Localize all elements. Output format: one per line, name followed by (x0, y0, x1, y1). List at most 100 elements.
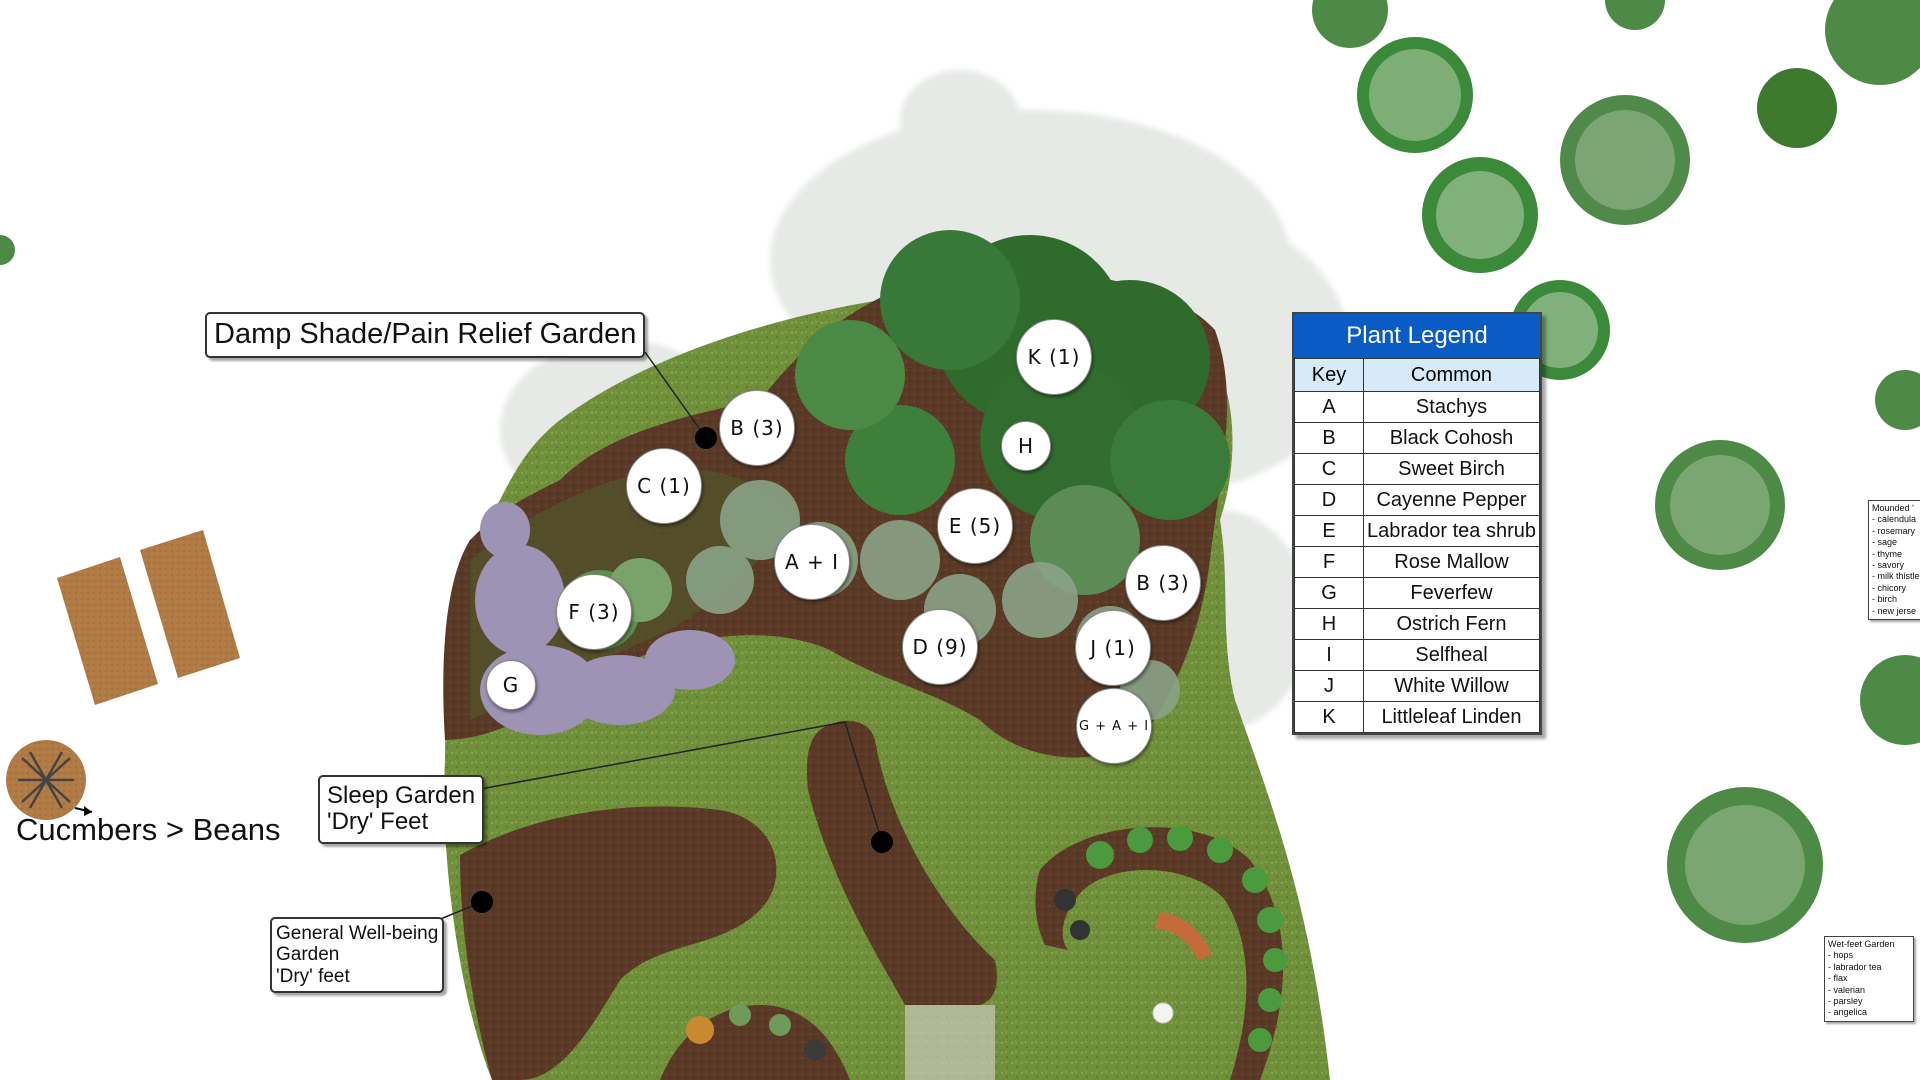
plant-marker-b3-top: B (3) (719, 390, 795, 466)
legend-common: Rose Mallow (1363, 546, 1540, 578)
callout-line: Garden (276, 944, 340, 966)
legend-title: Plant Legend (1294, 314, 1540, 358)
wet-feet-garden-note: Wet-feet Garden - hops - labrador tea - … (1824, 936, 1914, 1022)
plant-marker-c1: C (1) (626, 448, 702, 524)
marker-label: G + A + I (1078, 718, 1150, 734)
note-line: - milk thistle (1872, 571, 1920, 582)
callout-line: 'Dry' Feet (327, 808, 429, 836)
callout-anchor-dots (471, 427, 893, 913)
legend-common: Cayenne Pepper (1363, 484, 1540, 516)
marker-label: H (1017, 434, 1035, 458)
curved-bench (1155, 912, 1212, 960)
legend-common: White Willow (1363, 670, 1540, 702)
marker-label: D (9) (912, 635, 968, 659)
marker-label: B (3) (1136, 571, 1190, 595)
general-wellbeing-callout: General Well-being Garden 'Dry' feet (270, 917, 445, 993)
legend-common: Labrador tea shrub (1363, 515, 1540, 547)
callout-leader-lines (437, 351, 883, 921)
note-line: - flax (1828, 973, 1848, 984)
sleep-garden-callout: Sleep Garden 'Dry' Feet (318, 775, 485, 844)
marker-label: K (1) (1027, 345, 1081, 369)
legend-key: E (1294, 515, 1364, 547)
legend-key: A (1294, 391, 1364, 423)
plant-marker-h: H (1001, 421, 1051, 471)
callout-line: 'Dry' feet (276, 965, 350, 987)
note-line: Wet-feet Garden (1828, 939, 1895, 949)
note-line: - parsley (1828, 996, 1863, 1007)
legend-key: G (1294, 577, 1364, 609)
marker-label: J (1) (1090, 636, 1136, 660)
marker-label: B (3) (730, 416, 784, 440)
mounded-garden-note: Mounded ‘ - calendula - rosemary - sage … (1868, 500, 1920, 621)
damp-shade-garden-callout: Damp Shade/Pain Relief Garden (205, 312, 646, 358)
marker-label: A + I (784, 550, 840, 574)
note-line: - valerian (1828, 984, 1866, 995)
legend-common: Ostrich Fern (1363, 608, 1540, 640)
spiral-bed (1035, 827, 1284, 1080)
note-line: - sage (1872, 537, 1898, 548)
legend-common: Stachys (1363, 391, 1540, 423)
legend-key: K (1294, 701, 1364, 733)
note-line: - savory (1872, 560, 1905, 571)
plant-marker-k1: K (1) (1016, 319, 1092, 395)
plant-marker-a-i: A + I (774, 524, 850, 600)
legend-key: J (1294, 670, 1364, 702)
note-line: - rosemary (1872, 525, 1916, 536)
callout-line: Sleep Garden (327, 782, 476, 809)
legend-common: Sweet Birch (1363, 453, 1540, 485)
callout-text: Damp Shade/Pain Relief Garden (214, 318, 637, 350)
feverfew-drifts (475, 502, 735, 735)
plant-marker-f3: F (3) (556, 574, 632, 650)
plant-marker-b3-right: B (3) (1125, 545, 1201, 621)
legend-header-row: Key Common (1294, 358, 1540, 392)
legend-key: D (1294, 484, 1364, 516)
general-wellbeing-bed (460, 806, 777, 1080)
note-line: - birch (1872, 594, 1898, 605)
spiral-bed-plants (1054, 825, 1287, 1052)
callout-line: General Well-being (276, 923, 439, 944)
cucumbers-label: Cucmbers > Beans (16, 812, 281, 847)
legend-key: I (1294, 639, 1364, 671)
plant-marker-j1: J (1) (1075, 610, 1151, 686)
note-line: - calendula (1872, 514, 1917, 525)
marker-label: F (3) (568, 600, 620, 624)
garden-ball (1152, 1002, 1174, 1024)
marker-label: G (502, 673, 520, 697)
note-line: - hops (1828, 950, 1854, 961)
right-trees (0, 0, 1920, 943)
legend-common: Littleleaf Linden (1363, 701, 1540, 733)
note-line: - new jerse (1872, 605, 1917, 616)
legend-common: Black Cohosh (1363, 422, 1540, 454)
plant-marker-g-a-i: G + A + I (1076, 688, 1152, 764)
legend-key: H (1294, 608, 1364, 640)
marker-label: C (1) (637, 474, 691, 498)
note-line: - angelica (1828, 1007, 1868, 1018)
marker-label: E (5) (948, 514, 1002, 538)
lower-left-plants (686, 1004, 826, 1061)
cucumber-trellis (6, 740, 93, 820)
note-line: Mounded ‘ (1872, 503, 1915, 513)
legend-key: B (1294, 422, 1364, 454)
note-line: - thyme (1872, 548, 1903, 559)
legend-header-key: Key (1294, 358, 1364, 392)
legend-common: Feverfew (1363, 577, 1540, 609)
sleep-garden-bed (806, 720, 997, 1005)
plant-marker-e5: E (5) (937, 488, 1013, 564)
plant-marker-d9: D (9) (902, 609, 978, 685)
note-line: - chicory (1872, 582, 1907, 593)
legend-key: F (1294, 546, 1364, 578)
